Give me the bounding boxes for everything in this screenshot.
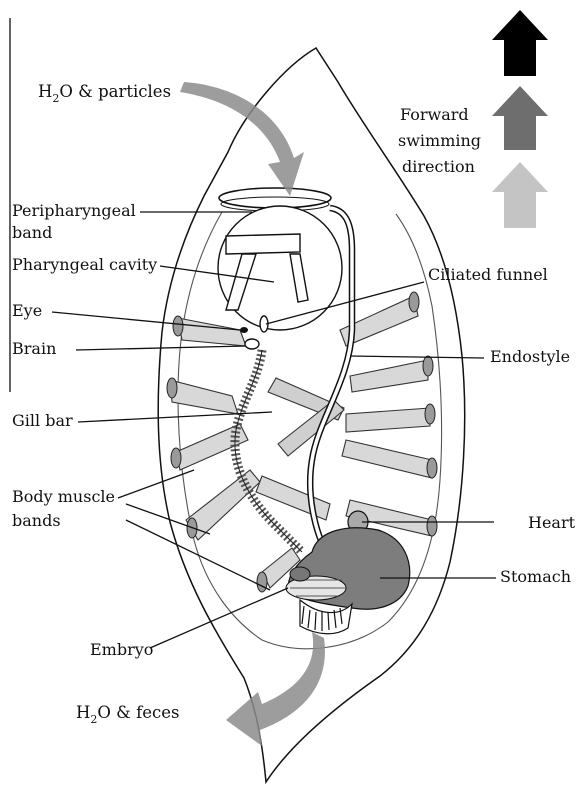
gill-bar-label: Gill bar bbox=[12, 411, 73, 430]
ciliated-funnel-label: Ciliated funnel bbox=[428, 265, 548, 284]
forward-arrow-dark bbox=[492, 10, 548, 76]
peripharyngeal-label-line1: Peripharyngeal bbox=[12, 201, 136, 220]
forward-label-line2: swimming bbox=[398, 131, 481, 150]
eye bbox=[240, 327, 248, 333]
water-out-label: H2O & feces bbox=[76, 703, 179, 726]
pharyngeal-cavity-label: Pharyngeal cavity bbox=[12, 255, 157, 274]
forward-label-line1: Forward bbox=[400, 105, 469, 124]
water-in-label: H2O & particles bbox=[38, 82, 171, 105]
eye-label: Eye bbox=[12, 301, 42, 320]
brain bbox=[245, 339, 259, 349]
forward-arrow-light bbox=[492, 162, 548, 228]
brain-label: Brain bbox=[12, 339, 56, 358]
pharyngeal-cavity bbox=[218, 206, 342, 330]
embryo-label: Embryo bbox=[90, 640, 153, 659]
endostyle-label: Endostyle bbox=[490, 347, 570, 366]
forward-arrow-mid bbox=[492, 86, 548, 150]
heart-label: Heart bbox=[528, 513, 576, 532]
body-muscle-label-line1: Body muscle bbox=[12, 487, 115, 506]
peripharyngeal-band bbox=[219, 188, 331, 208]
peripharyngeal-label-line2: band bbox=[12, 223, 52, 242]
stomach-label: Stomach bbox=[500, 567, 571, 586]
body-muscle-label-line2: bands bbox=[12, 511, 61, 530]
forward-label-line3: direction bbox=[402, 157, 475, 176]
